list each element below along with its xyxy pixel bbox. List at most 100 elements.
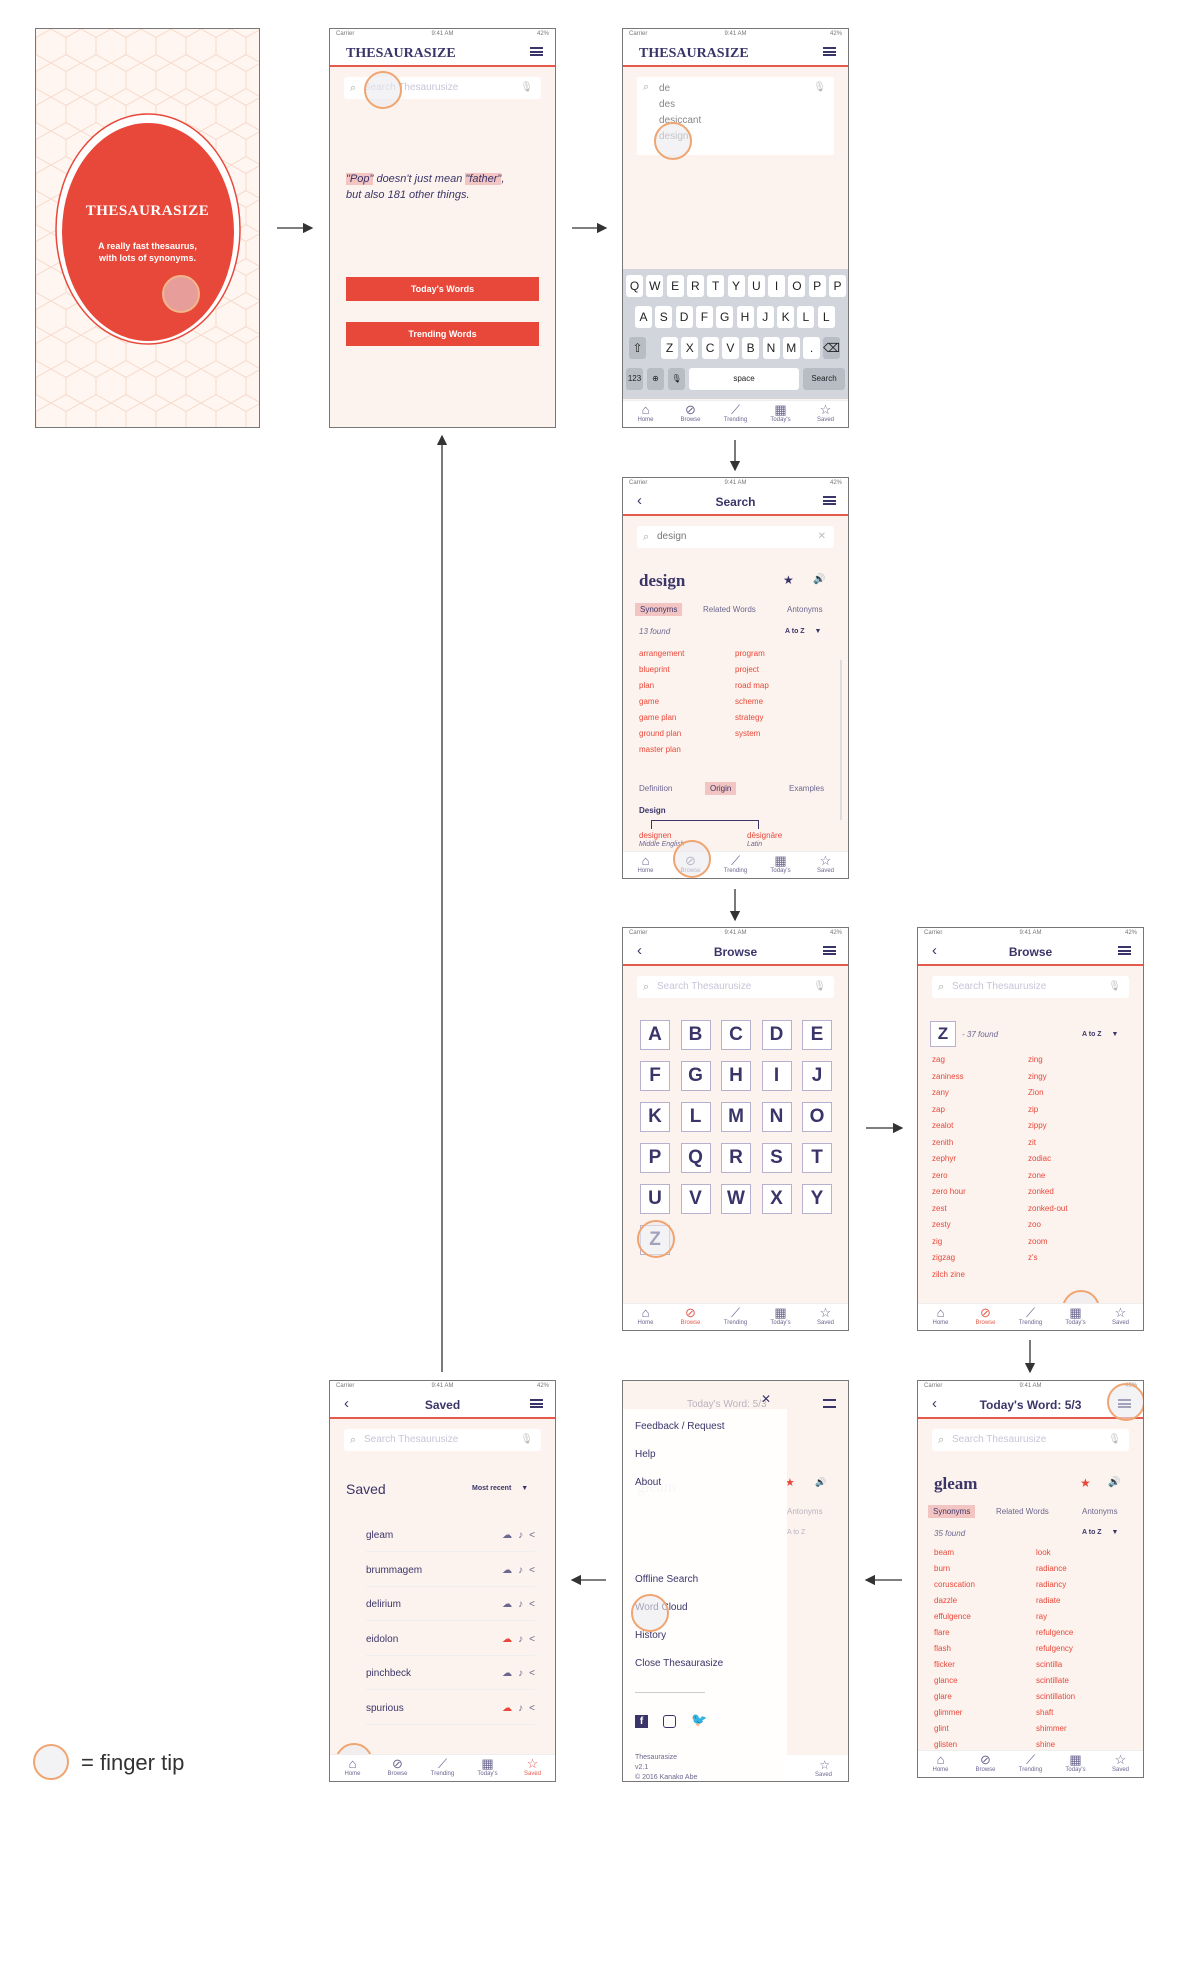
key[interactable]: H: [736, 306, 754, 328]
synonym-item[interactable]: burn: [934, 1564, 951, 1573]
synonym-item[interactable]: arrangement: [639, 649, 685, 658]
letter-key-o[interactable]: O: [802, 1102, 832, 1132]
tab-synonyms[interactable]: Synonyms: [635, 603, 683, 616]
tab-todays[interactable]: ▦Today's: [758, 852, 803, 878]
synonym-item[interactable]: radiance: [1036, 1564, 1067, 1573]
tab-browse[interactable]: ⊘Browse: [963, 1751, 1008, 1777]
synonym-item[interactable]: shimmer: [1036, 1724, 1067, 1733]
trending-words-button[interactable]: Trending Words: [346, 322, 539, 346]
letter-key-j[interactable]: J: [802, 1061, 832, 1091]
letter-key-h[interactable]: H: [721, 1061, 751, 1091]
key[interactable]: N: [762, 337, 780, 359]
speaker-icon[interactable]: 🔊: [813, 574, 826, 585]
key[interactable]: Q: [626, 275, 643, 297]
word-item[interactable]: zest: [932, 1203, 947, 1213]
star-icon[interactable]: ★: [1080, 1476, 1091, 1490]
key[interactable]: Y: [727, 275, 745, 297]
synonym-item[interactable]: refulgency: [1036, 1644, 1073, 1653]
key[interactable]: J: [756, 306, 774, 328]
synonym-item[interactable]: flash: [934, 1644, 951, 1653]
letter-key-w[interactable]: W: [721, 1184, 751, 1214]
tab-related-words[interactable]: Related Words: [996, 1507, 1049, 1516]
mic-icon[interactable]: 🎙: [520, 82, 533, 93]
mic-icon[interactable]: 🎙: [1108, 981, 1121, 992]
speaker-icon[interactable]: 🔊: [1108, 1477, 1121, 1488]
synonym-item[interactable]: glisten: [934, 1740, 958, 1749]
tab-synonyms[interactable]: Synonyms: [928, 1505, 976, 1518]
synonym-item[interactable]: scheme: [735, 697, 764, 706]
synonym-item[interactable]: radiate: [1036, 1596, 1061, 1605]
synonym-item[interactable]: shine: [1036, 1740, 1056, 1749]
tab-origin[interactable]: Origin: [705, 782, 737, 795]
tab-saved[interactable]: ☆Saved: [803, 852, 848, 878]
space-key[interactable]: space: [689, 368, 799, 390]
twitter-icon[interactable]: 🐦: [691, 1712, 708, 1727]
key[interactable]: P: [808, 275, 826, 297]
synonym-item[interactable]: coruscation: [934, 1580, 975, 1589]
tab-saved[interactable]: ☆Saved: [510, 1755, 555, 1781]
key[interactable]: .: [803, 337, 821, 359]
synonym-item[interactable]: beam: [934, 1548, 955, 1557]
word-item[interactable]: zany: [932, 1088, 949, 1097]
tab-trending[interactable]: ⟋Trending: [1008, 1304, 1053, 1330]
tab-trending[interactable]: ⟋Trending: [420, 1755, 465, 1781]
key[interactable]: C: [701, 337, 719, 359]
synonym-item[interactable]: glance: [934, 1676, 958, 1685]
mic-key[interactable]: 🎙: [668, 368, 685, 390]
hamburger-menu-icon[interactable]: [823, 496, 836, 505]
word-item[interactable]: zing: [1028, 1055, 1043, 1064]
letter-key-l[interactable]: L: [680, 1102, 711, 1132]
letter-key-y[interactable]: Y: [802, 1184, 832, 1214]
synonym-item[interactable]: radiancy: [1036, 1580, 1067, 1589]
letter-key-x[interactable]: X: [761, 1184, 792, 1214]
menu-item-about[interactable]: About: [635, 1477, 662, 1488]
tab-saved[interactable]: ☆Saved: [803, 401, 848, 427]
back-chevron-icon[interactable]: ‹: [344, 1395, 349, 1412]
synonym-item[interactable]: glimmer: [934, 1708, 963, 1717]
back-chevron-icon[interactable]: ‹: [637, 492, 642, 509]
word-item[interactable]: zig: [932, 1236, 943, 1246]
synonym-item[interactable]: flicker: [934, 1660, 955, 1669]
back-chevron-icon[interactable]: ‹: [932, 942, 937, 959]
search-query[interactable]: de: [659, 83, 671, 94]
word-item[interactable]: zit: [1028, 1137, 1036, 1147]
tab-home[interactable]: ⌂Home: [918, 1751, 963, 1777]
synonym-item[interactable]: scintilla: [1036, 1660, 1063, 1669]
key[interactable]: T: [707, 275, 725, 297]
word-item[interactable]: zenith: [932, 1137, 954, 1147]
letter-key-b[interactable]: B: [680, 1020, 711, 1050]
synonym-item[interactable]: game plan: [639, 713, 677, 722]
tab-home[interactable]: ⌂Home: [623, 401, 668, 427]
word-item[interactable]: zingy: [1028, 1071, 1047, 1081]
synonym-item[interactable]: blueprint: [639, 665, 670, 674]
synonym-item[interactable]: road map: [735, 681, 769, 690]
delete-key[interactable]: ⌫: [823, 337, 840, 359]
letter-key-i[interactable]: I: [761, 1061, 792, 1091]
mic-icon[interactable]: 🎙: [813, 981, 826, 992]
facebook-icon[interactable]: f: [635, 1715, 648, 1728]
tab-saved[interactable]: ☆Saved: [1098, 1304, 1143, 1330]
star-icon[interactable]: ★: [783, 573, 794, 587]
key[interactable]: I: [768, 275, 786, 297]
key[interactable]: E: [666, 275, 684, 297]
menu-item-offline-search[interactable]: Offline Search: [635, 1574, 699, 1585]
number-key[interactable]: 123: [626, 368, 643, 390]
mic-icon[interactable]: 🎙: [1108, 1434, 1121, 1445]
tab-saved[interactable]: ☆Saved: [1098, 1751, 1143, 1777]
sort-dropdown[interactable]: A to Z ▼: [785, 628, 822, 635]
globe-icon[interactable]: ⊕: [647, 368, 664, 390]
key[interactable]: Z: [661, 337, 678, 359]
key[interactable]: G: [716, 306, 734, 328]
tab-trending[interactable]: ⟋Trending: [713, 401, 758, 427]
synonym-item[interactable]: plan: [639, 681, 655, 690]
key[interactable]: R: [686, 275, 704, 297]
key[interactable]: S: [655, 306, 673, 328]
synonym-item[interactable]: refulgence: [1036, 1628, 1074, 1637]
tab-antonyms[interactable]: Antonyms: [1082, 1507, 1118, 1516]
tab-antonyms[interactable]: Antonyms: [787, 605, 823, 614]
synonym-item[interactable]: system: [735, 729, 761, 738]
menu-item-help[interactable]: Help: [635, 1449, 656, 1460]
search-input[interactable]: ⌕design✕: [637, 526, 834, 548]
letter-key-c[interactable]: C: [721, 1020, 751, 1050]
synonym-item[interactable]: shaft: [1036, 1708, 1054, 1717]
